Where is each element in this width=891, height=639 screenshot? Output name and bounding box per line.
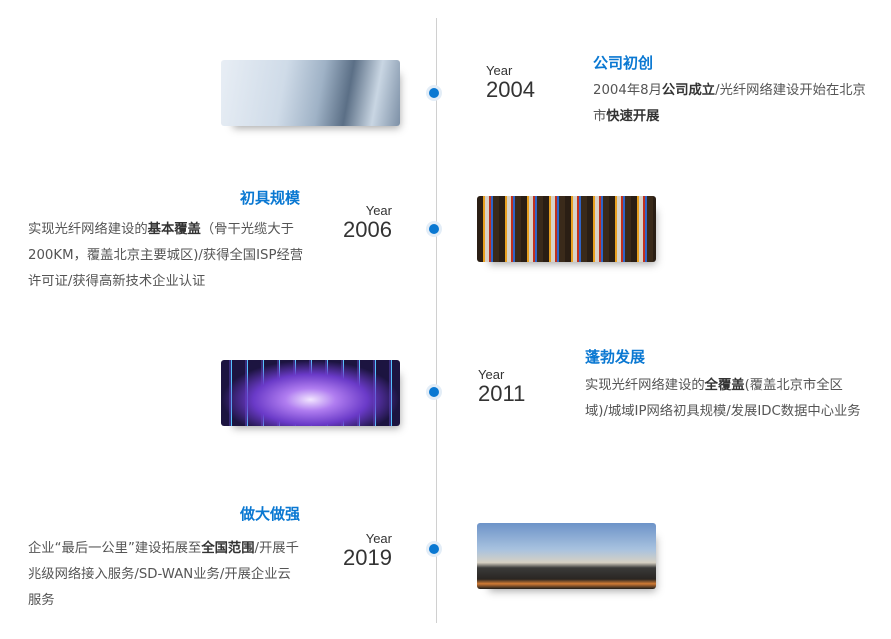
milestone-title: 做大做强 (239, 505, 300, 523)
milestone-desc: 实现光纤网络建设的全覆盖(覆盖北京市全区域)/城域IP网络初具规模/发展IDC数… (585, 373, 861, 425)
desc-highlight: 全国范围 (201, 541, 255, 556)
year-label: Year (365, 203, 392, 218)
year-value: 2019 (343, 545, 392, 570)
desc-text: /光纤网络建设开始在北京市 (593, 83, 866, 124)
city-skyline-photo (477, 523, 656, 589)
year-label: Year (486, 63, 513, 78)
year-value: 2011 (478, 381, 526, 406)
timeline-line (436, 18, 437, 623)
milestone-title: 公司初创 (593, 54, 654, 72)
desc-highlight: 公司成立 (661, 83, 716, 98)
desc-highlight: 基本覆盖 (147, 222, 201, 237)
year-value: 2006 (343, 217, 392, 242)
desc-text: 企业“最后一公里”建设拓展至 (28, 541, 202, 556)
desc-text: 2004年8月 (593, 83, 662, 98)
year-label: Year (365, 531, 392, 546)
desc-text: 实现光纤网络建设的 (28, 222, 148, 237)
desc-text: (覆盖北京市全区域)/城域IP网络初具规模/发展IDC数据中心业务 (585, 378, 861, 419)
desc-highlight: 快速开展 (606, 109, 660, 124)
desc-highlight: 全覆盖 (704, 378, 745, 393)
milestone-title: 蓬勃发展 (585, 348, 646, 366)
timeline-dot (429, 88, 439, 98)
milestone-title: 初具规模 (239, 189, 300, 207)
milestone-desc: 2004年8月公司成立/光纤网络建设开始在北京市快速开展 (593, 78, 873, 130)
fiber-cables-photo (477, 196, 656, 262)
desc-text: （骨干光缆大于200KM，覆盖北京主要城区)/获得全国ISP经营许可证/获得高新… (28, 222, 304, 289)
office-building-photo (221, 60, 400, 126)
milestone-desc: 企业“最后一公里”建设拓展至全国范围/开展千兆级网络接入服务/SD-WAN业务/… (28, 536, 304, 614)
year-value: 2004 (486, 77, 535, 102)
desc-text: /开展千兆级网络接入服务/SD-WAN业务/开展企业云服务 (28, 541, 299, 608)
year-label: Year (478, 367, 505, 382)
milestone-desc: 实现光纤网络建设的基本覆盖（骨干光缆大于200KM，覆盖北京主要城区)/获得全国… (28, 217, 304, 295)
timeline-dot (429, 224, 439, 234)
desc-text: 实现光纤网络建设的 (585, 378, 705, 393)
timeline-dot (429, 387, 439, 397)
timeline-dot (429, 544, 439, 554)
data-center-photo (221, 360, 400, 426)
